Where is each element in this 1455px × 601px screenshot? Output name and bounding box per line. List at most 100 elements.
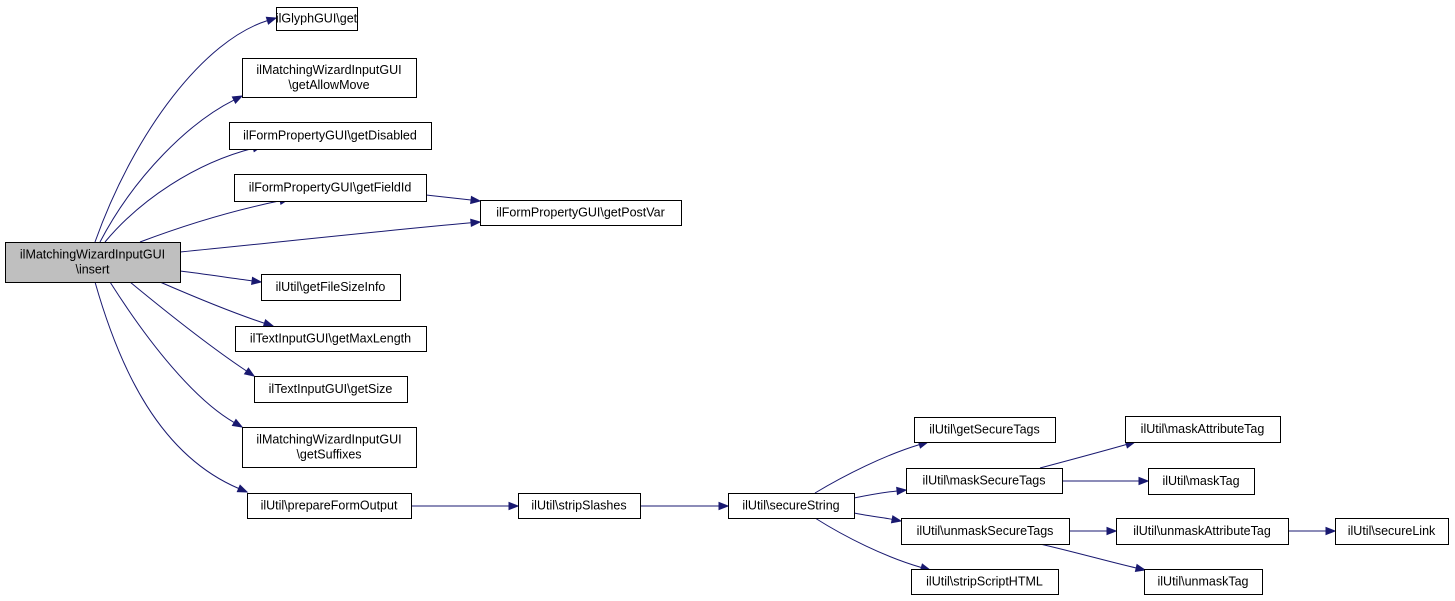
arrowhead-secureString-to-unmaskSecureTags (890, 515, 903, 524)
node-label-maskAttributeTag-line-1: ilUtil\maskAttributeTag (1141, 422, 1265, 436)
node-box-getFieldId (234, 174, 427, 202)
node-label-getFieldId-line-1: ilFormPropertyGUI\getFieldId (249, 181, 412, 195)
node-getAllowMove[interactable]: ilMatchingWizardInputGUI\getAllowMove (242, 58, 417, 98)
node-label-prepareFormOutput-line-1: ilUtil\prepareFormOutput (261, 499, 398, 513)
node-box-getSecureTags (914, 417, 1056, 443)
node-secureString[interactable]: ilUtil\secureString (728, 493, 855, 519)
edge-insert-to-getMaxLength (159, 281, 265, 324)
node-insert: ilMatchingWizardInputGUI\insert (5, 242, 181, 283)
arrowhead-unmaskSecureTags-to-unmaskAttributeTag (1106, 526, 1118, 536)
edge-secureString-to-stripScriptHTML (814, 517, 922, 568)
arrowhead-stripSlashes-to-secureString (718, 501, 730, 511)
node-box-stripSlashes (518, 493, 641, 519)
edge-secureString-to-unmaskSecureTags (853, 512, 893, 520)
arrowhead-insert-to-getMaxLength (262, 319, 275, 328)
edge-getFieldId-to-getPostVar (425, 194, 472, 201)
node-box-glyph_get (276, 7, 358, 31)
node-label-getMaxLength-line-1: ilTextInputGUI\getMaxLength (250, 332, 411, 346)
edge-insert-to-getSuffixes (109, 281, 235, 423)
node-glyph_get[interactable]: ilGlyphGUI\get (276, 7, 358, 31)
edge-insert-to-getSize (129, 281, 247, 372)
node-label-maskSecureTags-line-1: ilUtil\maskSecureTags (923, 474, 1046, 488)
arrowhead-unmaskAttributeTag-to-secureLink (1325, 526, 1337, 536)
edge-insert-to-getDisabled (104, 147, 254, 243)
node-label-stripSlashes-line-1: ilUtil\stripSlashes (531, 499, 626, 513)
node-prepareFormOutput[interactable]: ilUtil\prepareFormOutput (247, 493, 412, 519)
arrowhead-insert-to-prepareFormOutput (236, 484, 249, 493)
node-box-getDisabled (229, 122, 432, 150)
node-box-getFileSizeInfo (261, 274, 401, 301)
node-label-maskTag-line-1: ilUtil\maskTag (1162, 474, 1239, 488)
node-getFieldId[interactable]: ilFormPropertyGUI\getFieldId (234, 174, 427, 202)
node-getSize[interactable]: ilTextInputGUI\getSize (254, 376, 408, 403)
node-label-getSize-line-1: ilTextInputGUI\getSize (269, 382, 393, 396)
node-unmaskSecureTags[interactable]: ilUtil\unmaskSecureTags (901, 518, 1070, 545)
node-maskSecureTags[interactable]: ilUtil\maskSecureTags (906, 468, 1063, 494)
node-box-getMaxLength (235, 326, 427, 352)
node-box-getPostVar (480, 200, 682, 226)
edge-insert-to-getPostVar (179, 222, 472, 253)
node-getMaxLength[interactable]: ilTextInputGUI\getMaxLength (235, 326, 427, 352)
node-getSuffixes[interactable]: ilMatchingWizardInputGUI\getSuffixes (242, 427, 417, 468)
arrowhead-insert-to-getSuffixes (231, 418, 244, 428)
node-box-getSuffixes (242, 427, 417, 468)
node-label-unmaskTag-line-1: ilUtil\unmaskTag (1157, 575, 1248, 589)
node-box-maskTag (1148, 468, 1255, 495)
node-label-getPostVar-line-1: ilFormPropertyGUI\getPostVar (496, 206, 665, 220)
node-label-insert-line-2: \insert (75, 263, 110, 277)
node-label-unmaskSecureTags-line-1: ilUtil\unmaskSecureTags (917, 524, 1054, 538)
node-getPostVar[interactable]: ilFormPropertyGUI\getPostVar (480, 200, 682, 226)
arrowhead-prepareFormOutput-to-stripSlashes (508, 501, 520, 511)
node-label-getAllowMove-line-1: ilMatchingWizardInputGUI (256, 63, 401, 77)
node-label-secureLink-line-1: ilUtil\secureLink (1348, 524, 1436, 538)
node-unmaskTag[interactable]: ilUtil\unmaskTag (1144, 569, 1263, 595)
node-label-getDisabled-line-1: ilFormPropertyGUI\getDisabled (243, 129, 417, 143)
node-label-getFileSizeInfo-line-1: ilUtil\getFileSizeInfo (276, 280, 386, 294)
arrowhead-secureString-to-maskSecureTags (896, 486, 908, 496)
node-label-unmaskAttributeTag-line-1: ilUtil\unmaskAttributeTag (1133, 524, 1271, 538)
node-label-getAllowMove-line-2: \getAllowMove (288, 78, 369, 92)
node-getFileSizeInfo[interactable]: ilUtil\getFileSizeInfo (261, 274, 401, 301)
node-label-glyph_get-line-1: ilGlyphGUI\get (276, 12, 358, 26)
arrowhead-maskSecureTags-to-maskTag (1138, 476, 1150, 486)
node-box-unmaskSecureTags (901, 518, 1070, 545)
node-maskAttributeTag[interactable]: ilUtil\maskAttributeTag (1125, 416, 1281, 443)
node-stripSlashes[interactable]: ilUtil\stripSlashes (518, 493, 641, 519)
arrowhead-insert-to-glyph_get (265, 16, 278, 25)
node-label-getSuffixes-line-2: \getSuffixes (296, 448, 361, 462)
node-label-secureString-line-1: ilUtil\secureString (742, 499, 839, 513)
edge-insert-to-glyph_get (94, 20, 268, 243)
edge-insert-to-getAllowMove (99, 99, 235, 243)
node-box-stripScriptHTML (911, 569, 1059, 595)
edge-secureString-to-getSecureTags (814, 444, 920, 494)
node-getSecureTags[interactable]: ilUtil\getSecureTags (914, 417, 1056, 443)
node-box-unmaskAttributeTag (1116, 518, 1289, 545)
node-getDisabled[interactable]: ilFormPropertyGUI\getDisabled (229, 122, 432, 150)
node-label-getSuffixes-line-1: ilMatchingWizardInputGUI (256, 433, 401, 447)
node-label-stripScriptHTML-line-1: ilUtil\stripScriptHTML (926, 575, 1043, 589)
edge-insert-to-getFieldId (139, 200, 281, 243)
node-unmaskAttributeTag[interactable]: ilUtil\unmaskAttributeTag (1116, 518, 1289, 545)
edge-secureString-to-maskSecureTags (853, 490, 898, 499)
node-box-unmaskTag (1144, 569, 1263, 595)
node-box-prepareFormOutput (247, 493, 412, 519)
node-label-getSecureTags-line-1: ilUtil\getSecureTags (929, 423, 1039, 437)
node-label-insert-line-1: ilMatchingWizardInputGUI (20, 248, 165, 262)
arrowhead-insert-to-getFileSizeInfo (251, 276, 263, 285)
edge-maskSecureTags-to-maskAttributeTag (1039, 443, 1127, 469)
arrowhead-insert-to-getAllowMove (231, 95, 244, 105)
nodes-layer: ilMatchingWizardInputGUI\insertilGlyphGU… (5, 7, 1449, 595)
arrowhead-insert-to-getPostVar (470, 218, 482, 228)
node-stripScriptHTML[interactable]: ilUtil\stripScriptHTML (911, 569, 1059, 595)
node-box-secureLink (1335, 518, 1449, 545)
edge-insert-to-prepareFormOutput (94, 281, 239, 489)
node-maskTag[interactable]: ilUtil\maskTag (1148, 468, 1255, 495)
arrowhead-unmaskSecureTags-to-unmaskTag (1134, 563, 1147, 573)
node-box-insert (5, 242, 181, 283)
node-box-secureString (728, 493, 855, 519)
node-secureLink[interactable]: ilUtil\secureLink (1335, 518, 1449, 545)
arrowhead-insert-to-getSize (243, 367, 256, 377)
node-box-getSize (254, 376, 408, 403)
node-box-maskSecureTags (906, 468, 1063, 494)
